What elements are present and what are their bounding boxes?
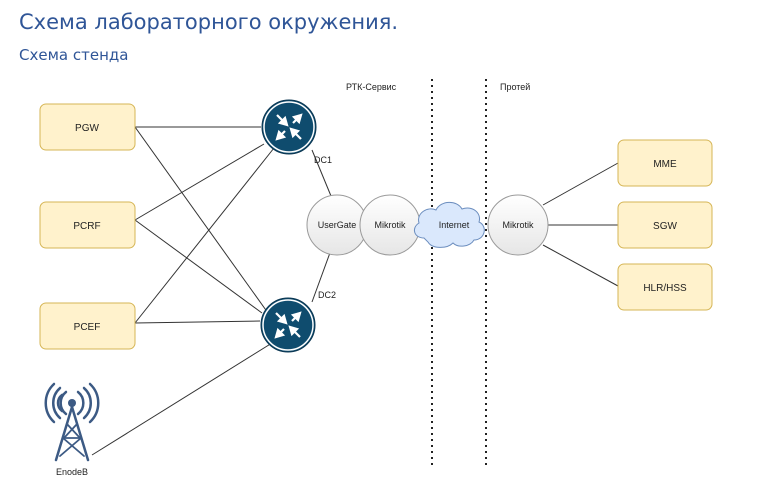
router-dc1[interactable]: DC1 <box>261 99 332 165</box>
node-pcef-label: PCEF <box>74 322 101 333</box>
link-mikrotik-mme <box>542 162 619 206</box>
node-mikrotik-right-label: Mikrotik <box>503 220 534 230</box>
node-pgw[interactable]: PGW <box>39 103 136 151</box>
node-mikrotik-left-label: Mikrotik <box>375 220 406 230</box>
node-mme[interactable]: MME <box>617 139 713 187</box>
node-mikrotik-right[interactable]: Mikrotik <box>487 194 549 256</box>
connection-lines <box>91 126 619 456</box>
node-hlr-hss[interactable]: HLR/HSS <box>617 263 713 311</box>
link-pcef-dc2 <box>134 320 261 324</box>
cloud-internet[interactable]: Internet <box>413 201 485 248</box>
link-enodeb-dc2 <box>91 342 273 456</box>
router-arrows-icon <box>274 311 302 339</box>
router-arrows-icon <box>275 113 303 141</box>
node-pcrf-label: PCRF <box>73 221 100 232</box>
node-pcef[interactable]: PCEF <box>39 302 136 350</box>
node-hlr-hss-label: HLR/HSS <box>643 283 687 294</box>
node-usergate[interactable]: UserGate <box>306 194 368 256</box>
link-dc2-usergate <box>311 249 332 303</box>
page-subtitle: Схема стенда <box>19 46 129 64</box>
router-dc1-label: DC1 <box>314 155 332 165</box>
node-enodeb-label: EnodeB <box>56 467 88 477</box>
node-usergate-label: UserGate <box>318 220 357 230</box>
node-pgw-label: PGW <box>75 123 99 134</box>
cloud-internet-label: Internet <box>439 220 470 230</box>
zone-label-rtk: РТК-Сервис <box>346 82 397 92</box>
link-mikrotik-hlr <box>542 244 619 287</box>
cloud-icon <box>413 201 485 248</box>
node-mikrotik-left[interactable]: Mikrotik <box>359 194 421 256</box>
cell-tower-icon <box>44 382 100 462</box>
node-mme-label: MME <box>653 159 677 170</box>
node-enodeb[interactable]: EnodeB <box>44 382 100 477</box>
zone-label-protei: Протей <box>500 82 530 92</box>
router-dc2-label: DC2 <box>318 290 336 300</box>
router-dc2[interactable]: DC2 <box>260 290 336 353</box>
link-pcef-dc1 <box>134 147 275 324</box>
page-title: Схема лабораторного окружения. <box>19 10 399 34</box>
link-pcrf-dc2 <box>134 219 263 314</box>
link-dc1-usergate <box>311 149 332 197</box>
node-sgw-label: SGW <box>653 221 677 232</box>
link-pgw-dc2 <box>134 126 269 314</box>
link-pcrf-dc1 <box>134 143 265 221</box>
node-sgw[interactable]: SGW <box>617 201 713 249</box>
node-pcrf[interactable]: PCRF <box>39 201 136 249</box>
